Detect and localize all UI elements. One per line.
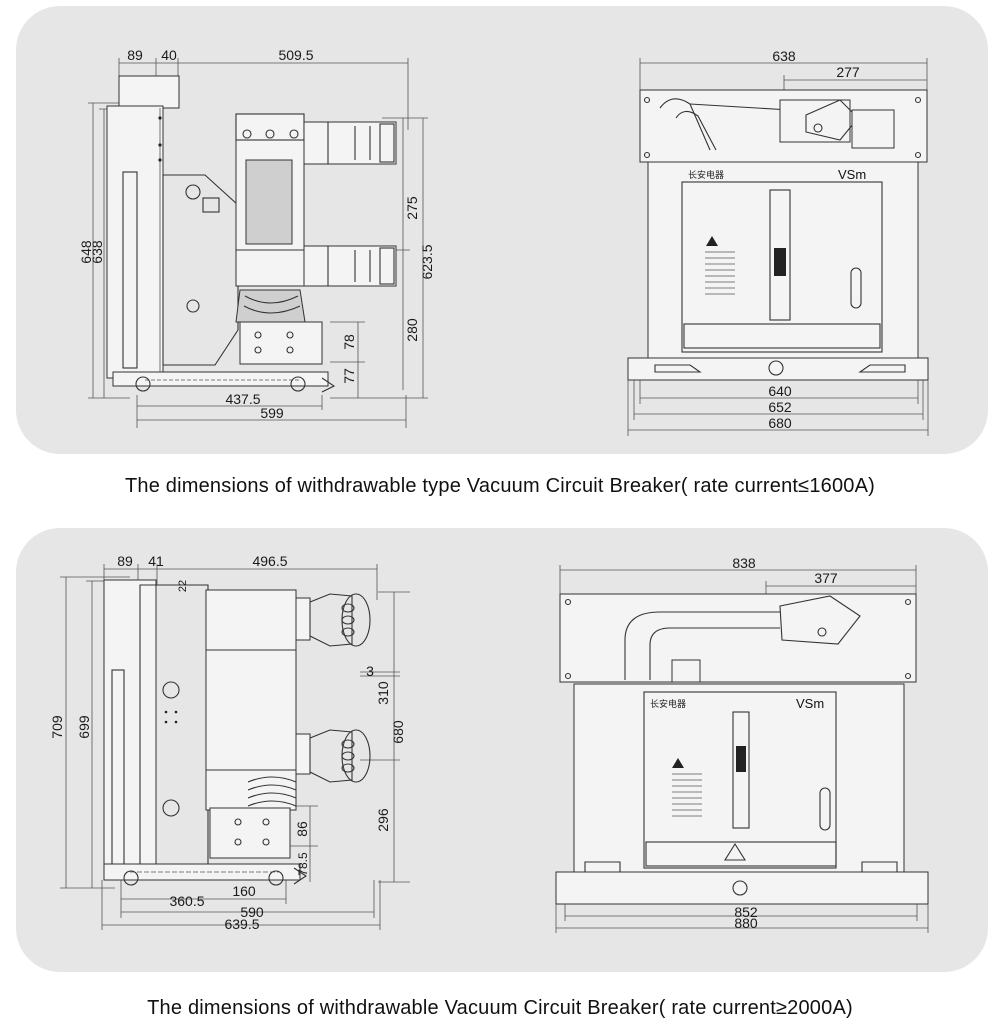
dim-310: 310 xyxy=(375,681,391,705)
dim-680: 680 xyxy=(768,415,792,431)
dim-89-b: 89 xyxy=(117,553,133,569)
top-front-view: 长安电器 VSm 638 277 640 65 xyxy=(627,48,929,436)
dim-437-5: 437.5 xyxy=(225,391,260,407)
dim-852: 852 xyxy=(734,904,758,920)
caption-top: The dimensions of withdrawable type Vacu… xyxy=(124,475,876,497)
brand-logo-bottom: 长安电器 xyxy=(650,698,686,709)
dim-77: 77 xyxy=(341,368,357,384)
vsm-label-top: VSm xyxy=(838,167,866,182)
dim-277: 277 xyxy=(836,64,860,80)
dim-377: 377 xyxy=(814,570,838,586)
dim-699: 699 xyxy=(76,715,92,739)
dim-623-5: 623.5 xyxy=(419,244,435,279)
dim-640: 640 xyxy=(768,383,792,399)
dim-360-5: 360.5 xyxy=(169,893,204,909)
dim-22: 22 xyxy=(177,580,189,592)
dim-639-5: 639.5 xyxy=(224,916,259,932)
dim-275: 275 xyxy=(404,196,420,220)
dim-709: 709 xyxy=(49,715,65,739)
dim-496-5: 496.5 xyxy=(252,553,287,569)
dim-880: 880 xyxy=(734,915,758,931)
dim-40: 40 xyxy=(161,47,177,63)
dim-160: 160 xyxy=(232,883,256,899)
warning-text-lines-bottom xyxy=(672,773,702,817)
dim-3: 3 xyxy=(366,663,374,679)
top-side-view: 89 40 509.5 648 638 275 623.5 280 78 77 … xyxy=(78,47,435,428)
bottom-front-view: 长安电器 VSm 838 377 852 880 xyxy=(555,555,929,933)
dim-599: 599 xyxy=(260,405,284,421)
dim-89: 89 xyxy=(127,47,143,63)
dim-86: 86 xyxy=(294,821,310,837)
dim-78: 78 xyxy=(341,334,357,350)
dim-680-side: 680 xyxy=(390,720,406,744)
dim-648: 648 xyxy=(78,240,94,264)
dim-638: 638 xyxy=(89,240,105,264)
warning-text-lines-top xyxy=(705,251,735,295)
caption-bottom: The dimensions of withdrawable Vacuum Ci… xyxy=(147,997,853,1019)
bottom-side-view: 89 41 496.5 22 709 699 3 310 680 296 86 … xyxy=(49,553,410,932)
dim-838: 838 xyxy=(732,555,756,571)
dim-280: 280 xyxy=(404,318,420,342)
dim-638-front: 638 xyxy=(772,48,796,64)
dim-590: 590 xyxy=(240,904,264,920)
dim-509-5: 509.5 xyxy=(278,47,313,63)
dim-296: 296 xyxy=(375,808,391,832)
brand-logo-top: 长安电器 xyxy=(688,169,724,180)
vsm-label-bottom: VSm xyxy=(796,696,824,711)
dim-41: 41 xyxy=(148,553,164,569)
dim-78-5: 78.5 xyxy=(296,852,310,876)
dim-652: 652 xyxy=(768,399,792,415)
